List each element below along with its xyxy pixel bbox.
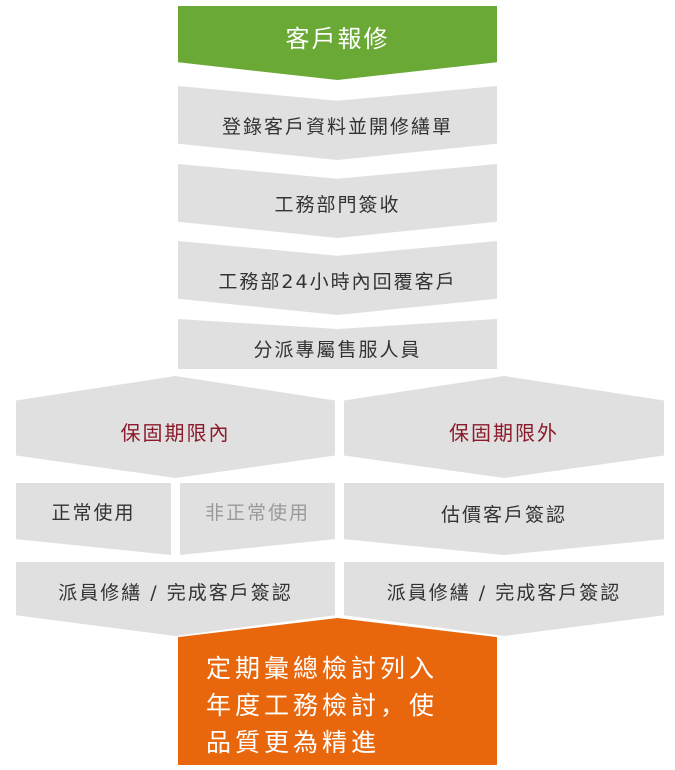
- branch-out-warranty: 保固期限外: [344, 376, 664, 478]
- node-normal-use-label: 正常使用: [51, 501, 136, 524]
- node-abnormal-use: 非正常使用: [180, 483, 335, 555]
- step-final-review: 定期彙總檢討列入 年度工務檢討，使 品質更為精進: [178, 618, 497, 765]
- node-abnormal-use-label: 非正常使用: [204, 501, 310, 524]
- step-dispatch-staff-label: 分派專屬售服人員: [253, 338, 422, 361]
- branch-out-warranty-label: 保固期限外: [449, 420, 559, 445]
- step-register-order-label: 登錄客戶資料並開修繕單: [221, 115, 453, 138]
- step-reply-24h: 工務部24小時內回覆客戶: [178, 241, 497, 315]
- step-final-review-label: 定期彙總檢討列入 年度工務檢討，使 品質更為精進: [206, 654, 439, 757]
- step-reply-24h-label: 工務部24小時內回覆客戶: [218, 270, 457, 293]
- branch-in-warranty: 保固期限內: [16, 376, 335, 478]
- step-customer-report: 客戶報修: [178, 6, 497, 80]
- node-normal-use: 正常使用: [16, 483, 171, 555]
- node-estimate-sign: 估價客戶簽認: [344, 483, 664, 555]
- step-register-order: 登錄客戶資料並開修繕單: [178, 86, 497, 160]
- node-repair-done-out-label: 派員修繕 / 完成客戶簽認: [386, 581, 622, 604]
- step-sign-receipt-label: 工務部門簽收: [274, 193, 401, 216]
- step-dispatch-staff: 分派專屬售服人員: [178, 319, 497, 369]
- node-estimate-sign-label: 估價客戶簽認: [440, 503, 567, 526]
- step-sign-receipt: 工務部門簽收: [178, 164, 497, 238]
- branch-in-warranty-label: 保固期限內: [120, 420, 231, 445]
- node-repair-done-in-label: 派員修繕 / 完成客戶簽認: [58, 581, 293, 604]
- step-customer-report-label: 客戶報修: [285, 24, 390, 53]
